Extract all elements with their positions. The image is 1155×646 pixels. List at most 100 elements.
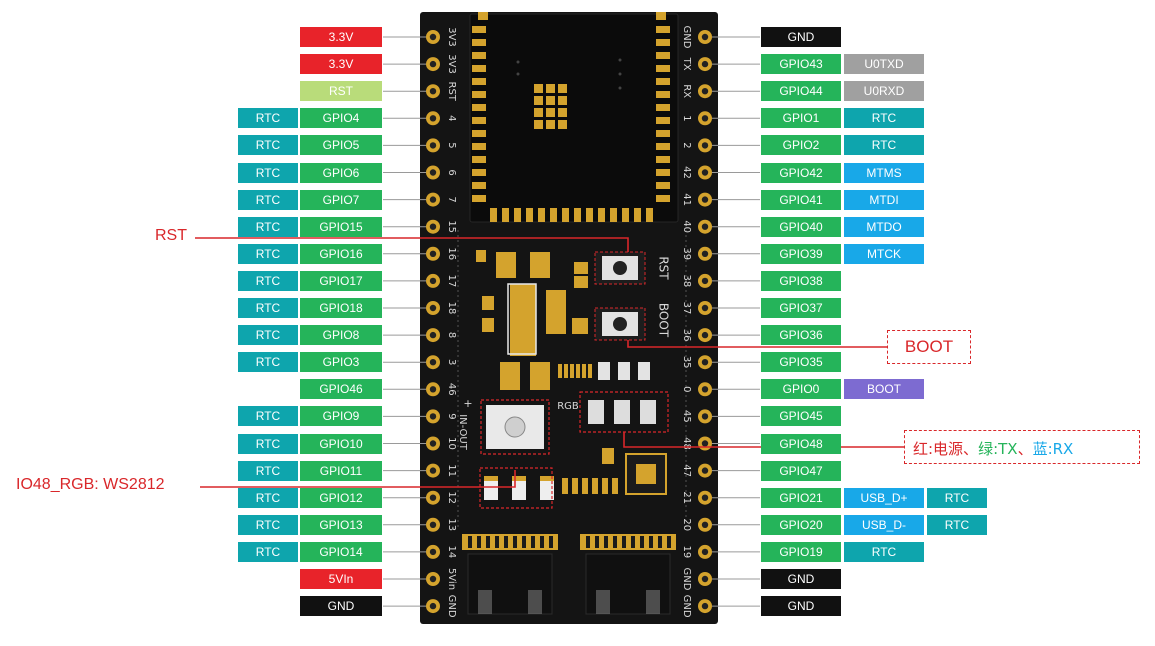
module-pad xyxy=(656,12,666,20)
boot-button-cap xyxy=(613,317,627,331)
rgb-led-frame xyxy=(480,399,550,455)
pin-silk-label: 0 xyxy=(681,386,692,392)
pin-silk-label: 18 xyxy=(446,302,457,315)
pin-hole xyxy=(429,521,437,528)
pin-silk-label: 7 xyxy=(446,196,457,202)
board-silk-in-out: IN-OUT xyxy=(457,414,468,451)
left-label-power: 5VIn xyxy=(300,569,382,589)
left-label-gpio: GPIO4 xyxy=(300,108,382,129)
module-pad xyxy=(656,91,670,98)
pin-silk-label: 17 xyxy=(446,275,457,288)
thermal-pad xyxy=(558,96,567,105)
right-label-gpio: GPIO19 xyxy=(761,541,841,562)
passive-pad xyxy=(582,478,588,494)
status-led xyxy=(614,400,630,424)
pin-silk-label: 45 xyxy=(681,410,692,423)
usb-pin-gap xyxy=(522,536,526,548)
usb-pin-gap xyxy=(477,536,481,548)
pin-hole xyxy=(429,440,437,447)
module-pad xyxy=(656,169,670,176)
pin-silk-label: 8 xyxy=(446,332,457,338)
module-pad xyxy=(574,208,581,222)
module-pad xyxy=(656,39,670,46)
left-label-gpio: GPIO17 xyxy=(300,270,382,291)
left-label-gpio: GPIO10 xyxy=(300,433,382,454)
diode-pad xyxy=(512,476,526,481)
module-pad xyxy=(472,26,486,33)
pin-silk-label: 14 xyxy=(446,546,457,559)
pin-silk-label: 36 xyxy=(681,329,692,342)
right-label-boot: BOOT xyxy=(844,379,924,400)
right-label-gpio: GPIO20 xyxy=(761,514,841,535)
module-pad xyxy=(472,39,486,46)
left-label-rtc: RTC xyxy=(238,487,298,508)
pin-hole xyxy=(701,575,709,583)
left-label-gpio: GPIO3 xyxy=(300,352,382,373)
module-pad xyxy=(472,104,486,111)
right-label-gpio: GPIO2 xyxy=(761,135,841,156)
pin-silk-label: 5 xyxy=(446,142,457,148)
via xyxy=(618,72,622,76)
resistor-pad xyxy=(558,364,562,378)
thermal-pad xyxy=(558,108,567,117)
thermal-pad xyxy=(534,120,543,129)
pin-hole xyxy=(429,494,437,501)
via xyxy=(516,72,520,76)
right-label-gpio: GPIO35 xyxy=(761,352,841,373)
led-callout-rx: 蓝:RX xyxy=(1032,440,1074,458)
right-label-jtag: MTMS xyxy=(844,162,924,183)
pin-hole xyxy=(701,331,709,339)
pin-silk-label: 2 xyxy=(681,142,692,148)
diode-pad xyxy=(484,476,498,481)
pin-silk-label: GND xyxy=(681,26,692,49)
right-label-jtag: MTCK xyxy=(844,243,924,264)
module-pad xyxy=(472,65,486,72)
usb-shell xyxy=(596,590,610,614)
board-silk-boot: BOOT xyxy=(657,303,671,338)
left-label-gpio: GPIO6 xyxy=(300,162,382,183)
pin-hole xyxy=(701,88,709,95)
resistor-pad xyxy=(582,364,586,378)
via xyxy=(618,86,622,90)
pin-silk-label: 13 xyxy=(446,518,457,531)
pin-hole xyxy=(701,386,709,393)
thermal-pad xyxy=(546,84,555,93)
led-callout-power: 红:电源、 xyxy=(913,440,979,458)
pin-silk-label: 37 xyxy=(681,302,692,315)
passive-pad xyxy=(572,478,578,494)
pin-silk-label: RST xyxy=(446,81,457,101)
module-pad xyxy=(478,12,488,20)
pin-hole xyxy=(429,331,437,339)
transistor xyxy=(638,362,650,380)
usb-pin-gap xyxy=(513,536,517,548)
left-label-gpio: GPIO11 xyxy=(300,460,382,481)
module-pad xyxy=(610,208,617,222)
resistor-pad xyxy=(570,364,574,378)
pin-silk-label: 40 xyxy=(681,220,692,233)
pin-silk-label: 41 xyxy=(681,193,692,206)
usb-pin-gap xyxy=(468,536,472,548)
pin-hole xyxy=(429,602,437,610)
module-pad xyxy=(472,156,486,163)
module-pad xyxy=(562,208,569,222)
resistor-pad xyxy=(588,364,592,378)
pin-hole xyxy=(701,440,709,447)
pin-silk-label: 38 xyxy=(681,275,692,288)
pin-hole xyxy=(701,494,709,501)
left-label-rtc: RTC xyxy=(238,460,298,481)
smd-component xyxy=(574,276,588,288)
module-pad xyxy=(472,52,486,59)
module-pad xyxy=(656,195,670,202)
left-label-rtc: RTC xyxy=(238,270,298,291)
thermal-pad xyxy=(558,120,567,129)
right-label-gpio: GPIO45 xyxy=(761,406,841,427)
smd-component xyxy=(574,262,588,274)
right-label-jtag: MTDI xyxy=(844,189,924,210)
pin-hole xyxy=(429,386,437,393)
pin-silk-label: 11 xyxy=(446,464,457,477)
status-led xyxy=(588,400,604,424)
led-callout-box: 红:电源、绿:TX、蓝:RX xyxy=(904,430,1140,464)
pin-hole xyxy=(429,548,437,556)
left-label-rtc: RTC xyxy=(238,243,298,264)
